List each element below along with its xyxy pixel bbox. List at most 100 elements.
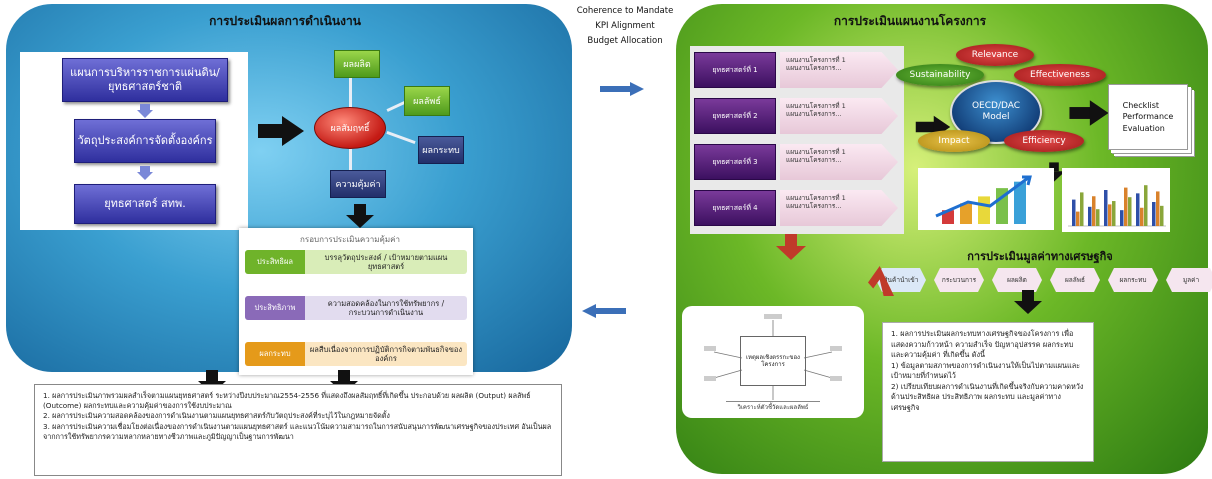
econ-finding-2: 1) ข้อมูลตามสภาพของการดำเนินงานให้เป็นไป… <box>891 360 1081 381</box>
strategy-box: ยุทธศาสตร์ที่ 2 <box>694 98 776 134</box>
connector-top <box>349 76 352 108</box>
criterion-kpi: KPI Alignment <box>595 20 655 31</box>
effectiveness-oval: Effectiveness <box>1014 64 1106 86</box>
output-box: ผลผลิต <box>334 50 380 78</box>
value-chain-step: มูลค่า <box>1166 268 1212 292</box>
down-arrow-to-eval <box>346 204 374 228</box>
multi-bar <box>1072 199 1076 226</box>
project-label: แผนงานโครงการ... <box>786 156 842 165</box>
oecd-label: OECD/DAC <box>971 101 1021 112</box>
checklist-line-2: Performance <box>1122 112 1174 122</box>
criterion-budget: Budget Allocation <box>587 35 663 46</box>
ministry-strategy-label: ยุทธศาสตร์ สทพ. <box>104 197 186 211</box>
multi-bar <box>1160 205 1164 226</box>
growth-trend-arrow <box>935 175 1032 218</box>
efficiency-oval: Efficiency <box>1004 130 1084 152</box>
multi-bar <box>1096 209 1100 226</box>
eval-framework-heading: กรอบการประเมินความคุ้มค่า <box>300 235 400 244</box>
achievement-oval: ผลสัมฤทธิ์ <box>314 107 386 149</box>
project-label: แผนงานโครงการที่ 1 <box>786 102 846 110</box>
efficiency-text: ความสอดคล้องในการใช้ทรัพยากร / กระบวนการ… <box>327 299 445 317</box>
impact-oval: Impact <box>918 130 990 152</box>
multi-bar <box>1120 210 1124 226</box>
multi-bar-chart-image <box>1062 168 1170 232</box>
strategy-box: ยุทธศาสตร์ที่ 3 <box>694 144 776 180</box>
multi-bar <box>1140 207 1144 226</box>
multi-bar <box>1092 196 1096 226</box>
outcome-box: ผลลัพธ์ <box>404 86 450 116</box>
project-evaluation-title: การประเมินแผนงานโครงการ <box>833 14 987 28</box>
impact-label: ผลกระทบ <box>422 146 460 156</box>
project-label: แผนงานโครงการที่ 1 <box>786 56 846 64</box>
value-chain-step: กระบวนการ <box>934 268 984 292</box>
growth-bar <box>960 203 972 224</box>
efficiency-oval-label: Efficiency <box>1022 136 1066 146</box>
finding-1: 1. ผลการประเมินภาพรวมผลสำเร็จตามแผนยุทธศ… <box>43 391 531 411</box>
arrow-back-to-performance <box>582 304 626 318</box>
arrow-down-to-econ-text <box>1014 290 1042 314</box>
national-plan-label: แผนการบริหารราชการแผ่นดิน/ยุทธศาสตร์ชาติ <box>70 66 220 93</box>
multi-bar <box>1136 193 1140 226</box>
logic-center-box: เหตุผลเชิงตรรกะของโครงการ <box>740 336 806 386</box>
project-label: แผนงานโครงการ... <box>786 110 842 119</box>
project-logic-diagram: เหตุผลเชิงตรรกะของโครงการ วิเคราะห์ตัวชี… <box>682 306 864 418</box>
performance-findings-text: 1. ผลการประเมินภาพรวมผลสำเร็จตามแผนยุทธศ… <box>34 384 562 476</box>
performance-evaluation-title: การประเมินผลการดำเนินงาน <box>209 14 361 28</box>
arrow-down-from-oecd <box>1042 162 1066 182</box>
multi-bar <box>1112 201 1116 226</box>
impact-row: ผลกระทบ ผลสืบเนื่องจากการปฏิบัติการกิจตา… <box>245 342 467 366</box>
strategy-label: ยุทธศาสตร์ที่ 2 <box>712 111 758 120</box>
model-label: Model <box>982 112 1010 122</box>
relevance-oval: Relevance <box>956 44 1034 66</box>
strategy-label: ยุทธศาสตร์ที่ 1 <box>712 65 758 74</box>
strategy-label: ยุทธศาสตร์ที่ 3 <box>712 157 758 166</box>
effectiveness-text: บรรลุวัตถุประสงค์ / เป้าหมายตามแผนยุทธศา… <box>324 253 448 271</box>
right-arrow-to-outcome <box>258 116 304 146</box>
multi-bar <box>1124 187 1128 226</box>
multi-bar <box>1080 192 1084 226</box>
alignment-criteria: Coherence to Mandate KPI Alignment Budge… <box>560 4 690 49</box>
multi-bar <box>1156 191 1160 226</box>
econ-finding-3: 2) เปรียบเทียบผลการดำเนินงานที่เกิดขึ้นจ… <box>891 381 1084 413</box>
finding-3: 3. ผลการประเมินความเชื่อมโยงต่อเนื่องของ… <box>43 421 552 441</box>
impact-oval-label: Impact <box>938 136 970 146</box>
national-plan-box: แผนการบริหารราชการแผ่นดิน/ยุทธศาสตร์ชาติ <box>62 58 228 102</box>
multi-bar <box>1152 202 1156 226</box>
project-label: แผนงานโครงการ... <box>786 64 842 73</box>
arrow-to-checklist <box>1069 100 1109 126</box>
project-label: แผนงานโครงการที่ 1 <box>786 194 846 202</box>
org-objective-label: วัตถุประสงค์การจัดตั้งองค์กร <box>77 134 213 148</box>
value-box: ความคุ้มค่า <box>330 170 386 198</box>
impact-tag: ผลกระทบ <box>245 342 305 366</box>
checklist-line-3: Evaluation <box>1122 123 1165 133</box>
sustainability-oval: Sustainability <box>896 64 984 86</box>
efficiency-row: ประสิทธิภาพ ความสอดคล้องในการใช้ทรัพยากร… <box>245 296 467 320</box>
multi-bar <box>1128 197 1132 226</box>
efficiency-tag: ประสิทธิภาพ <box>245 296 305 320</box>
growth-bar-chart-image <box>918 168 1054 230</box>
strategy-label: ยุทธศาสตร์ที่ 4 <box>712 203 758 212</box>
value-chain-step: ผลกระทบ <box>1108 268 1158 292</box>
effectiveness-tag: ประสิทธิผล <box>245 250 305 274</box>
impact-box: ผลกระทบ <box>418 136 464 164</box>
growth-bar <box>978 196 990 224</box>
multi-bar <box>1144 185 1148 226</box>
relevance-label: Relevance <box>971 50 1019 60</box>
org-objective-box: วัตถุประสงค์การจัดตั้งองค์กร <box>74 119 216 163</box>
economic-value-title: การประเมินมูลค่าทางเศรษฐกิจ <box>967 250 1113 263</box>
checklist-line-1: Checklist <box>1122 101 1159 111</box>
logic-bottom-label: วิเคราะห์ตัวชี้วัดและผลลัพธ์ <box>726 401 820 413</box>
value-label: ความคุ้มค่า <box>335 180 381 190</box>
impact-text: ผลสืบเนื่องจากการปฏิบัติการกิจตามพันธกิจ… <box>309 345 463 363</box>
checklist-document: Checklist Performance Evaluation <box>1108 84 1188 150</box>
sustainability-label: Sustainability <box>909 70 971 80</box>
achievement-label: ผลสัมฤทธิ์ <box>330 124 370 134</box>
outcome-label: ผลลัพธ์ <box>413 97 441 107</box>
multi-bar <box>1104 190 1108 226</box>
flow-arrow-2 <box>137 166 153 180</box>
econ-finding-1: 1. ผลการประเมินผลกระทบทางเศรษฐกิจของโครง… <box>891 329 1074 360</box>
strategy-box: ยุทธศาสตร์ที่ 4 <box>694 190 776 226</box>
